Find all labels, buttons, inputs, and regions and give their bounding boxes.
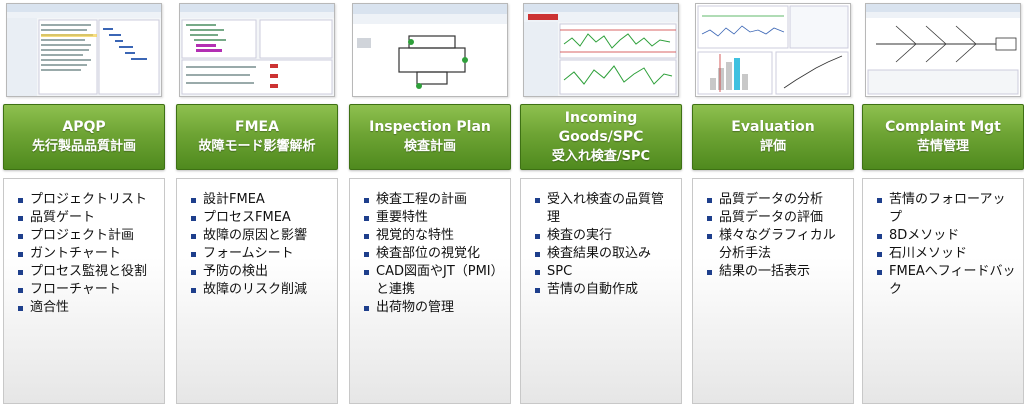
feature-list-box: 品質データの分析 品質データの評価 様々なグラフィカル分析手法 結果の一括表示 — [692, 178, 854, 404]
feature-list: 受入れ検査の品質管理 検査の実行 検査結果の取込み SPC 苦情の自動作成 — [535, 191, 675, 299]
list-item: 検査結果の取込み — [535, 245, 675, 263]
column-evaluation: Evaluation 評価 品質データの分析 品質データの評価 様々なグラフィカ… — [692, 0, 854, 408]
list-item: 品質データの評価 — [707, 209, 847, 227]
header-title-en: Inspection Plan — [369, 119, 491, 135]
header-inspection-plan[interactable]: Inspection Plan 検査計画 — [349, 104, 511, 170]
list-item: フローチャート — [18, 281, 158, 299]
header-apqp[interactable]: APQP 先行製品品質計画 — [3, 104, 165, 170]
feature-list: 検査工程の計画 重要特性 視覚的な特性 検査部位の視覚化 CAD図面やJT（PM… — [364, 191, 504, 317]
feature-list: プロジェクトリスト 品質ゲート プロジェクト計画 ガントチャート プロセス監視と… — [18, 191, 158, 317]
list-item: プロジェクトリスト — [18, 191, 158, 209]
header-title-jp: 先行製品品質計画 — [31, 139, 136, 154]
list-item: 重要特性 — [364, 209, 504, 227]
header-title-jp: 受入れ検査/SPC — [551, 148, 651, 164]
column-apqp: APQP 先行製品品質計画 プロジェクトリスト 品質ゲート プロジェクト計画 ガ… — [3, 0, 165, 408]
list-item: 結果の一括表示 — [707, 263, 847, 281]
feature-list: 設計FMEA プロセスFMEA 故障の原因と影響 フォームシート 予防の検出 故… — [191, 191, 331, 299]
header-incoming-goods-spc[interactable]: Incoming Goods/SPC 受入れ検査/SPC — [520, 104, 682, 170]
evaluation-charts-screenshot — [695, 3, 851, 97]
header-fmea[interactable]: FMEA 故障モード影響解析 — [176, 104, 338, 170]
list-item: プロセス監視と役割 — [18, 263, 158, 281]
spc-chart-screenshot — [523, 3, 679, 97]
feature-list: 品質データの分析 品質データの評価 様々なグラフィカル分析手法 結果の一括表示 — [707, 191, 847, 281]
feature-list-box: 受入れ検査の品質管理 検査の実行 検査結果の取込み SPC 苦情の自動作成 — [520, 178, 682, 404]
list-item: 検査部位の視覚化 — [364, 245, 504, 263]
header-title-en: APQP — [62, 119, 106, 135]
list-item: プロジェクト計画 — [18, 227, 158, 245]
header-title-en: FMEA — [235, 119, 279, 135]
column-incoming-goods-spc: Incoming Goods/SPC 受入れ検査/SPC 受入れ検査の品質管理 … — [520, 0, 682, 408]
list-item: 検査の実行 — [535, 227, 675, 245]
header-title-en: Incoming Goods/SPC — [558, 109, 644, 145]
list-item: 様々なグラフィカル分析手法 — [707, 227, 847, 263]
fmea-tree-screenshot — [179, 3, 335, 97]
header-title-jp: 故障モード影響解析 — [198, 139, 316, 154]
list-item: 受入れ検査の品質管理 — [535, 191, 675, 227]
list-item: ガントチャート — [18, 245, 158, 263]
list-item: CAD図面やJT（PMI）と連携 — [364, 263, 504, 299]
list-item: フォームシート — [191, 245, 331, 263]
list-item: 8Dメソッド — [877, 227, 1017, 245]
list-item: 品質ゲート — [18, 209, 158, 227]
list-item: 石川メソッド — [877, 245, 1017, 263]
list-item: 視覚的な特性 — [364, 227, 504, 245]
list-item: 品質データの分析 — [707, 191, 847, 209]
list-item: 故障のリスク削減 — [191, 281, 331, 299]
header-title-jp: 検査計画 — [403, 139, 456, 154]
list-item: プロセスFMEA — [191, 209, 331, 227]
header-evaluation[interactable]: Evaluation 評価 — [692, 104, 854, 170]
list-item: 苦情の自動作成 — [535, 281, 675, 299]
list-item: 設計FMEA — [191, 191, 331, 209]
header-title-en: Evaluation — [731, 119, 815, 135]
column-fmea: FMEA 故障モード影響解析 設計FMEA プロセスFMEA 故障の原因と影響 … — [176, 0, 338, 408]
column-inspection-plan: Inspection Plan 検査計画 検査工程の計画 重要特性 視覚的な特性… — [349, 0, 511, 408]
list-item: FMEAへフィードバック — [877, 263, 1017, 299]
feature-list: 苦情のフォローアップ 8Dメソッド 石川メソッド FMEAへフィードバック — [877, 191, 1017, 299]
header-title-jp: 苦情管理 — [916, 139, 969, 154]
feature-list-box: 検査工程の計画 重要特性 視覚的な特性 検査部位の視覚化 CAD図面やJT（PM… — [349, 178, 511, 404]
feature-list-box: 苦情のフォローアップ 8Dメソッド 石川メソッド FMEAへフィードバック — [862, 178, 1024, 404]
fishbone-diagram-screenshot — [865, 3, 1021, 97]
feature-list-box: プロジェクトリスト 品質ゲート プロジェクト計画 ガントチャート プロセス監視と… — [3, 178, 165, 404]
header-title-jp: 評価 — [759, 139, 786, 154]
list-item: 苦情のフォローアップ — [877, 191, 1017, 227]
feature-list-box: 設計FMEA プロセスFMEA 故障の原因と影響 フォームシート 予防の検出 故… — [176, 178, 338, 404]
list-item: 検査工程の計画 — [364, 191, 504, 209]
list-item: 予防の検出 — [191, 263, 331, 281]
list-item: 出荷物の管理 — [364, 299, 504, 317]
header-title-en: Complaint Mgt — [885, 119, 1001, 135]
header-complaint-mgt[interactable]: Complaint Mgt 苦情管理 — [862, 104, 1024, 170]
gantt-chart-screenshot — [6, 3, 162, 97]
list-item: 適合性 — [18, 299, 158, 317]
list-item: 故障の原因と影響 — [191, 227, 331, 245]
cad-drawing-screenshot — [352, 3, 508, 97]
list-item: SPC — [535, 263, 675, 281]
column-complaint-mgt: Complaint Mgt 苦情管理 苦情のフォローアップ 8Dメソッド 石川メ… — [862, 0, 1024, 408]
